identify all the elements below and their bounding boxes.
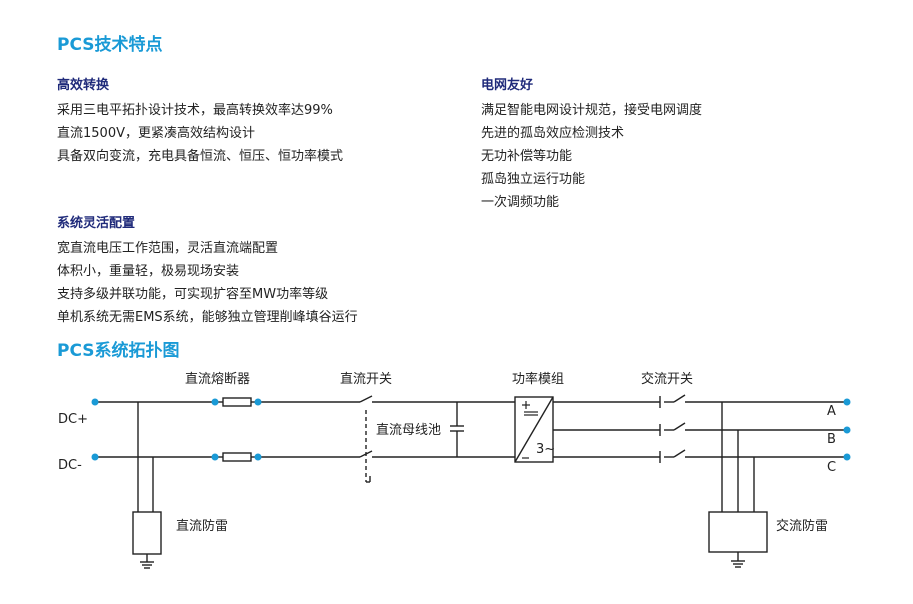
feature-group-grid-friendly: 电网友好 满足智能电网设计规范，接受电网调度 先进的孤岛效应检测技术 无功补偿等… bbox=[481, 74, 901, 214]
label-dc-bus-capacitor: 直流母线池 bbox=[376, 423, 441, 438]
list-item: 满足智能电网设计规范，接受电网调度 bbox=[481, 103, 703, 118]
group-heading: 电网友好 bbox=[481, 78, 534, 93]
list-item: 一次调频功能 bbox=[481, 195, 560, 210]
module-symbol: 3~ bbox=[536, 442, 555, 457]
list-item: 具备双向变流，充电具备恒流、恒压、恒功率模式 bbox=[57, 149, 344, 164]
label-dc-minus: DC- bbox=[58, 458, 82, 473]
label-dc-fuse: 直流熔断器 bbox=[185, 372, 250, 387]
label-dc-switch: 直流开关 bbox=[340, 372, 392, 387]
label-power-module: 功率模组 bbox=[512, 371, 564, 387]
features-title: PCS技术特点 bbox=[57, 35, 163, 55]
topology-title: PCS系统拓扑图 bbox=[57, 341, 180, 361]
list-item: 体积小，重量轻，极易现场安装 bbox=[57, 264, 240, 279]
list-item: 单机系统无需EMS系统，能够独立管理削峰填谷运行 bbox=[57, 310, 358, 325]
label-ac-lightning-protection: 交流防雷 bbox=[776, 518, 828, 534]
label-dc-plus: DC+ bbox=[58, 412, 88, 427]
group-heading: 高效转换 bbox=[57, 78, 110, 93]
group-heading: 系统灵活配置 bbox=[57, 216, 136, 231]
label-phase-b: B bbox=[827, 432, 836, 447]
list-item: 宽直流电压工作范围，灵活直流端配置 bbox=[57, 241, 279, 256]
topology-diagram: 3~ 直流熔断器 直流开关 功率模组 交流开关 DC+ DC- 直流母线池 直流… bbox=[58, 371, 851, 569]
list-item: 支持多级并联功能，可实现扩容至MW功率等级 bbox=[57, 287, 329, 302]
feature-group-efficiency: 高效转换 采用三电平拓扑设计技术，最高转换效率达99% 直流1500V，更紧凑高… bbox=[57, 74, 477, 168]
label-dc-lightning-protection: 直流防雷 bbox=[176, 518, 228, 534]
label-ac-switch: 交流开关 bbox=[641, 371, 693, 387]
list-item: 采用三电平拓扑设计技术，最高转换效率达99% bbox=[57, 103, 333, 118]
label-phase-a: A bbox=[827, 404, 836, 419]
list-item: 孤岛独立运行功能 bbox=[481, 172, 586, 187]
terminal-dots bbox=[91, 398, 851, 461]
label-phase-c: C bbox=[827, 460, 836, 475]
list-item: 直流1500V，更紧凑高效结构设计 bbox=[57, 126, 255, 141]
list-item: 先进的孤岛效应检测技术 bbox=[481, 126, 625, 141]
feature-group-flexible-config: 系统灵活配置 宽直流电压工作范围，灵活直流端配置 体积小，重量轻，极易现场安装 … bbox=[57, 212, 477, 329]
list-item: 无功补偿等功能 bbox=[481, 149, 573, 164]
